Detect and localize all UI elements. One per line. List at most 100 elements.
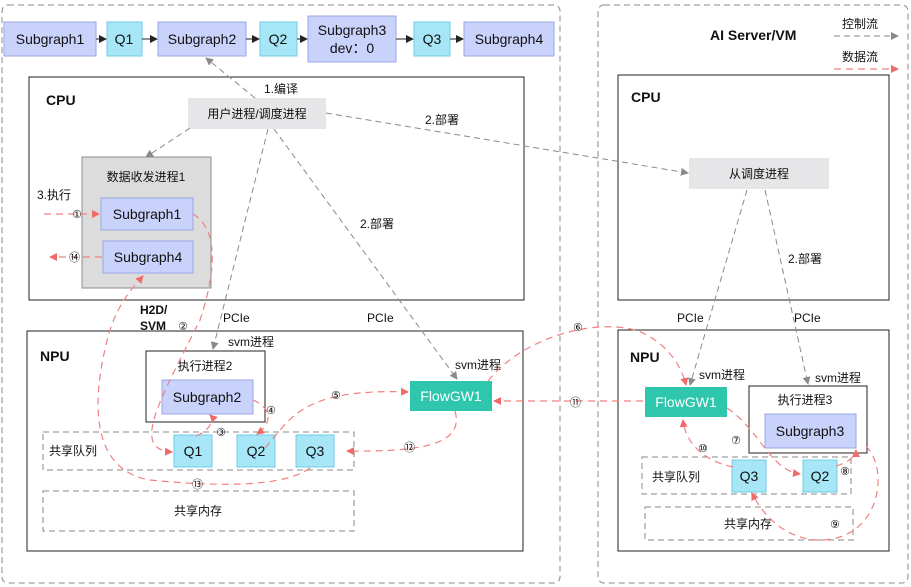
legend-control-flow-label: 控制流 (842, 17, 878, 31)
svm-process-exec-label: svm进程 (228, 334, 274, 349)
deploy-local-npu-label: 2.部署 (360, 216, 394, 231)
npu-q3-label: Q3 (306, 443, 325, 459)
step9-marker: ⑨ (830, 518, 840, 531)
exec-process2-label: 执行进程2 (178, 358, 233, 373)
right-q3-label: Q3 (740, 468, 759, 484)
compile-arrow (205, 57, 256, 99)
right-shared-memory-label: 共享内存 (724, 516, 772, 531)
left-shared-queue-label: 共享队列 (49, 443, 97, 458)
cpu-subgraph1-label: Subgraph1 (113, 206, 182, 222)
step6-marker: ⑥ (573, 321, 583, 334)
pcie-left-exec-label: PCIe (223, 311, 250, 325)
step10-marker: ⑩ (698, 442, 708, 455)
deploy-right-flowgw-arrow (688, 189, 748, 386)
deploy-remote-arrow (325, 112, 689, 176)
npu-q1-box (173, 434, 213, 468)
data-flow-step6 (487, 326, 689, 386)
exec-process2-frame (145, 350, 266, 423)
npu-subgraph2-box (161, 379, 254, 415)
left-shared-memory-frame (42, 490, 355, 532)
deploy-data-process-arrow (145, 127, 191, 158)
svm-label: SVM (140, 319, 166, 333)
pipeline-subgraph4-label: Subgraph4 (475, 31, 544, 47)
data-flow-step5 (264, 387, 409, 449)
pcie-right-gw-label: PCIe (677, 311, 704, 325)
pipeline-subgraph3-label: Subgraph3 (318, 22, 387, 38)
pcie-left-gw-label: PCIe (367, 311, 394, 325)
pipeline-subgraph3-device: dev：0 (330, 40, 375, 56)
right-q3-box (731, 459, 767, 493)
data-flow-step10 (679, 419, 734, 468)
right-host-frame (597, 4, 909, 584)
left-shared-memory-label: 共享内存 (174, 503, 222, 518)
right-shared-memory-frame (644, 506, 854, 541)
left-cpu-frame (28, 76, 525, 301)
exec-process3-frame (748, 385, 868, 454)
right-flowgw-label: FlowGW1 (655, 394, 717, 410)
cpu-subgraph1-box (100, 197, 194, 231)
step4-marker: ④ (266, 404, 276, 417)
right-q2-label: Q2 (811, 468, 830, 484)
data-flow-step4 (252, 399, 269, 435)
step1-marker: ① (72, 208, 82, 221)
deploy-right-exec-arrow (764, 189, 811, 385)
data-process-label: 数据收发进程1 (107, 169, 186, 184)
execute-label: 3.执行 (37, 188, 71, 202)
npu-subgraph2-label: Subgraph2 (173, 389, 242, 405)
legend-data-flow-label: 数据流 (842, 49, 878, 64)
pipeline-q3-box (413, 21, 451, 57)
step13-marker: ⑬ (192, 478, 203, 491)
step2-marker: ② (178, 320, 188, 333)
step11-marker: ⑪ (570, 396, 581, 409)
left-flowgw-box (410, 381, 492, 411)
data-flow-step7 (726, 407, 801, 478)
step3-marker: ③ (216, 426, 226, 439)
pcie-right-exec-label: PCIe (794, 311, 821, 325)
right-npu-frame (617, 329, 890, 552)
user-process-box (188, 98, 326, 129)
right-shared-queue-label: 共享队列 (652, 469, 700, 484)
slave-process-label: 从调度进程 (729, 166, 789, 181)
npu-q1-label: Q1 (184, 443, 203, 459)
npu-subgraph3-label: Subgraph3 (776, 423, 845, 439)
data-flow-step13 (97, 275, 311, 485)
right-npu-label: NPU (630, 349, 660, 365)
right-flowgw-box (645, 387, 727, 417)
compile-label: 1.编译 (264, 81, 298, 96)
pipeline-q2-label: Q2 (269, 31, 288, 47)
step8-marker: ⑧ (840, 465, 850, 478)
deploy-right-npu-label: 2.部署 (788, 251, 822, 266)
npu-q2-box (236, 434, 276, 468)
data-flow-step2 (151, 213, 213, 456)
right-svm-process-exec-label: svm进程 (815, 370, 861, 385)
data-flow-step12 (346, 410, 457, 456)
left-npu-label: NPU (40, 348, 70, 364)
right-shared-queue-frame (641, 456, 852, 495)
npu-subgraph3-box (764, 413, 857, 449)
step5-marker: ⑤ (331, 389, 341, 402)
left-cpu-label: CPU (46, 92, 76, 108)
left-host-frame (1, 4, 561, 584)
right-cpu-frame (617, 74, 890, 301)
deploy-flowgw-arrow (273, 128, 458, 380)
h2d-label: H2D/ (140, 303, 168, 317)
npu-q3-box (295, 434, 335, 468)
cpu-subgraph4-label: Subgraph4 (114, 249, 183, 265)
pipeline-subgraph4-box (463, 21, 555, 57)
svm-process-gw-label: svm进程 (455, 357, 501, 372)
deploy-remote-label: 2.部署 (425, 112, 459, 127)
pipeline-q3-label: Q3 (423, 31, 442, 47)
pipeline-subgraph2-label: Subgraph2 (168, 31, 237, 47)
cpu-subgraph4-box (102, 240, 194, 274)
right-q2-box (802, 459, 838, 493)
right-cpu-label: CPU (631, 89, 661, 105)
server-title: AI Server/VM (710, 27, 796, 43)
step7-marker: ⑦ (731, 434, 741, 447)
pipeline-subgraph1-label: Subgraph1 (16, 31, 85, 47)
step14-marker: ⑭ (69, 251, 80, 264)
step12-marker: ⑫ (404, 441, 415, 454)
npu-q2-label: Q2 (247, 443, 266, 459)
pipeline-subgraph3-box (307, 15, 397, 63)
pipeline-subgraph2-box (157, 21, 247, 57)
